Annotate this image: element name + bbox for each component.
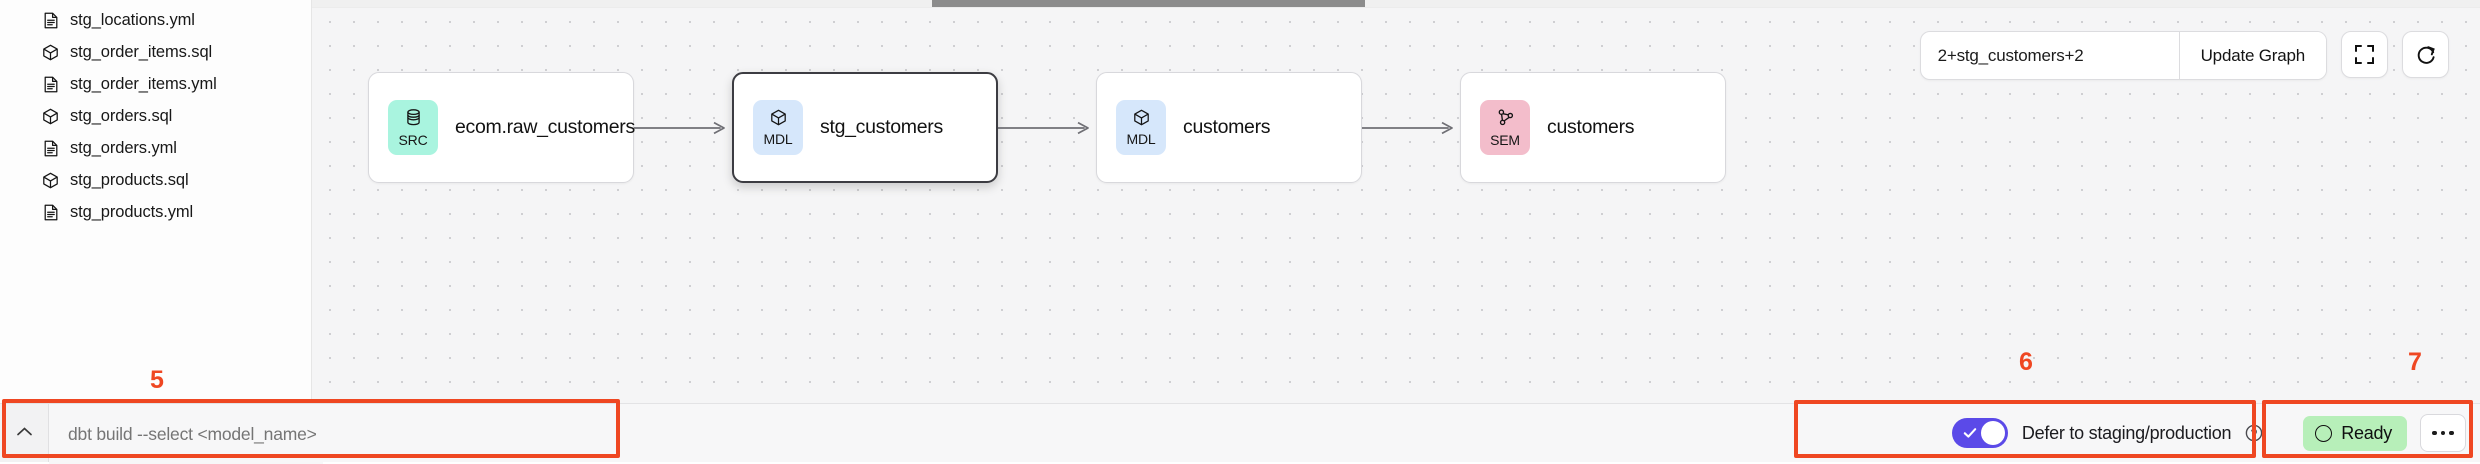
file-item-label: stg_orders.yml — [70, 138, 177, 157]
lineage-node[interactable]: MDL stg_customers — [732, 72, 998, 183]
more-options-button[interactable] — [2420, 414, 2466, 452]
lineage-node-title: stg_customers — [820, 116, 943, 138]
file-explorer-sidebar: stg_locations.yml stg_order_items.sql stg_… — [0, 0, 312, 403]
fullscreen-button[interactable] — [2341, 31, 2388, 78]
dbt-command-input[interactable] — [49, 404, 323, 464]
collapse-panel-button[interactable] — [0, 404, 49, 462]
refresh-icon — [2415, 44, 2437, 66]
main-body: stg_locations.yml stg_order_items.sql stg_… — [0, 0, 2480, 403]
cube-sql-icon — [42, 108, 59, 125]
node-type-badge: SRC — [388, 100, 438, 155]
status-badge-label: Ready — [2341, 422, 2392, 443]
file-item-label: stg_orders.sql — [70, 106, 173, 125]
cube-icon — [1133, 109, 1150, 131]
more-horizontal-icon — [2432, 430, 2437, 436]
defer-control-group: Defer to staging/production — [1934, 404, 2285, 462]
database-icon — [404, 108, 423, 132]
chevron-up-icon — [16, 426, 33, 441]
horizontal-scrollbar[interactable] — [312, 0, 2480, 8]
lineage-node[interactable]: MDL customers — [1096, 72, 1362, 183]
fullscreen-icon — [2354, 44, 2375, 65]
check-icon — [1963, 426, 1978, 445]
file-item[interactable]: stg_products.yml — [0, 196, 311, 228]
defer-toggle[interactable] — [1951, 418, 2008, 448]
file-item-label: stg_locations.yml — [70, 10, 195, 29]
file-item-label: stg_order_items.yml — [70, 74, 217, 93]
file-item[interactable]: stg_order_items.sql — [0, 36, 311, 68]
cube-icon — [770, 109, 787, 131]
file-item[interactable]: stg_products.sql — [0, 164, 311, 196]
lineage-node[interactable]: SRC ecom.raw_customers — [368, 72, 635, 183]
file-yml-icon — [42, 12, 59, 29]
bottom-status-bar: Defer to staging/production Ready — [0, 403, 2480, 464]
lineage-edge — [998, 117, 1096, 139]
defer-label: Defer to staging/production — [2021, 422, 2232, 443]
update-graph-button[interactable]: Update Graph — [2178, 32, 2326, 79]
lineage-node-title: ecom.raw_customers — [455, 116, 635, 138]
cube-sql-icon — [42, 44, 59, 61]
status-badge[interactable]: Ready — [2303, 415, 2407, 451]
node-type-label: MDL — [1126, 131, 1156, 147]
graph-selector-input[interactable] — [1920, 32, 2179, 79]
toggle-knob — [1980, 421, 2005, 445]
bottom-right-controls: Defer to staging/production Ready — [1934, 404, 2480, 462]
lineage-node[interactable]: SEM customers — [1460, 72, 1726, 183]
network-icon — [1496, 108, 1515, 132]
file-item[interactable]: stg_orders.yml — [0, 132, 311, 164]
file-item[interactable]: stg_order_items.yml — [0, 68, 311, 100]
node-type-label: SRC — [398, 132, 428, 148]
selector-group: Update Graph — [1919, 31, 2327, 80]
refresh-button[interactable] — [2402, 31, 2449, 78]
file-list: stg_locations.yml stg_order_items.sql stg_… — [0, 0, 311, 228]
status-control-group: Ready — [2285, 404, 2466, 462]
node-type-badge: SEM — [1480, 100, 1530, 155]
file-item[interactable]: stg_orders.sql — [0, 100, 311, 132]
lineage-graph-canvas[interactable]: Update Graph — [312, 0, 2480, 403]
lineage-node-title: customers — [1183, 116, 1271, 138]
file-item[interactable]: stg_locations.yml — [0, 4, 311, 36]
node-type-badge: MDL — [753, 100, 803, 155]
more-horizontal-icon-dot3 — [2449, 430, 2454, 436]
help-circle-icon[interactable] — [2245, 424, 2263, 442]
lineage-edge — [634, 117, 732, 139]
command-bar — [0, 404, 323, 464]
cube-sql-icon — [42, 172, 59, 189]
lineage-node-title: customers — [1547, 116, 1635, 138]
file-item-label: stg_order_items.sql — [70, 42, 213, 61]
lineage-edge — [1362, 117, 1460, 139]
node-type-badge: MDL — [1116, 100, 1166, 155]
file-yml-icon — [42, 140, 59, 157]
graph-toolbar: Update Graph — [1919, 31, 2449, 80]
more-horizontal-icon-dot2 — [2440, 430, 2446, 436]
scrollbar-thumb[interactable] — [932, 0, 1365, 7]
file-yml-icon — [42, 204, 59, 221]
node-type-label: SEM — [1490, 132, 1520, 148]
circle-icon — [2315, 424, 2333, 442]
node-type-label: MDL — [763, 131, 793, 147]
file-item-label: stg_products.yml — [70, 202, 194, 221]
file-item-label: stg_products.sql — [70, 170, 189, 189]
file-yml-icon — [42, 76, 59, 93]
